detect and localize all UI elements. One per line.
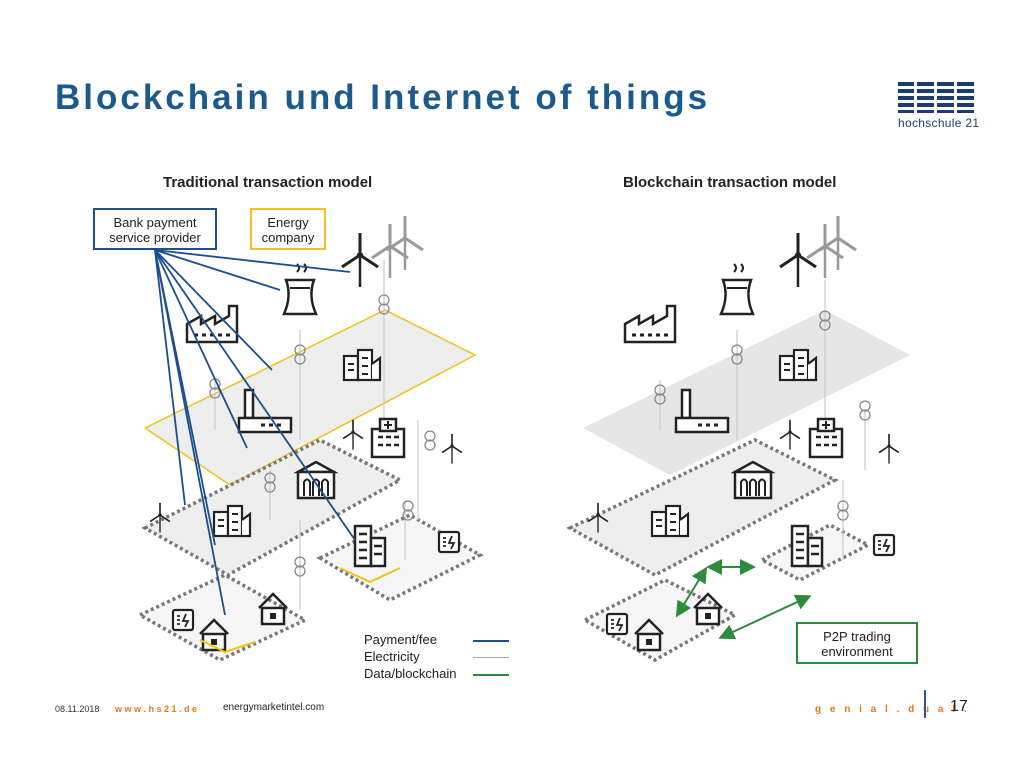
energy-company-box: Energy company xyxy=(250,208,326,250)
blockchain-model-title: Blockchain transaction model xyxy=(623,174,837,191)
footer-date: 08.11.2018 xyxy=(55,704,100,714)
footer-divider xyxy=(924,690,926,718)
energy-highlight-lines xyxy=(199,567,401,654)
hochschule21-logo xyxy=(898,82,974,113)
blockchain-arrows xyxy=(675,559,812,640)
bank-payment-box: Bank payment service provider xyxy=(93,208,217,250)
slide-title: Blockchain und Internet of things xyxy=(55,78,711,117)
traditional-model-title: Traditional transaction model xyxy=(163,174,373,191)
upper-grid-plane xyxy=(583,310,910,475)
lower-grid-plane xyxy=(141,438,404,578)
p2p-trading-box: P2P trading environment xyxy=(796,622,918,664)
legend-data-line xyxy=(473,674,509,676)
legend-payment-label: Payment/fee xyxy=(364,632,437,647)
footer-slogan: g e n i a l . d u a l . xyxy=(815,704,970,715)
page-number: 17 xyxy=(950,698,968,715)
transformers xyxy=(654,310,871,521)
legend-payment-line xyxy=(473,640,509,642)
traditional-model xyxy=(136,214,484,662)
logo-text: hochschule 21 xyxy=(898,116,980,130)
legend-electricity-line xyxy=(473,657,509,658)
blockchain-model xyxy=(566,214,910,663)
legend-electricity-label: Electricity xyxy=(364,649,420,664)
houses-grid-plane xyxy=(136,573,309,662)
footer-website[interactable]: w w w . h s 2 1 . d e xyxy=(115,704,198,714)
legend-data-label: Data/blockchain xyxy=(364,666,457,681)
source-credit: energymarketintel.com xyxy=(223,702,325,713)
offices-grid-plane xyxy=(316,513,484,602)
payment-lines xyxy=(154,249,356,616)
